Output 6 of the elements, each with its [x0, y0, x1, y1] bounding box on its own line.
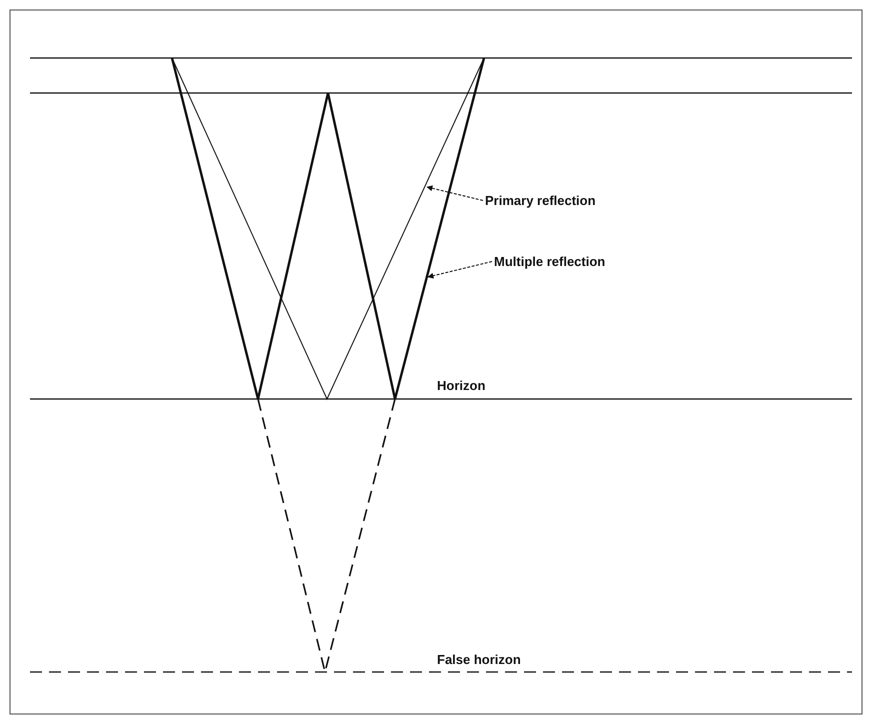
horizon-label: False horizon [437, 652, 521, 667]
leader-line [426, 185, 484, 201]
callout-label: Primary reflection [485, 193, 596, 208]
horizon-label: Horizon [437, 378, 486, 393]
leader-line [427, 261, 492, 279]
callout-label: Multiple reflection [494, 254, 606, 269]
